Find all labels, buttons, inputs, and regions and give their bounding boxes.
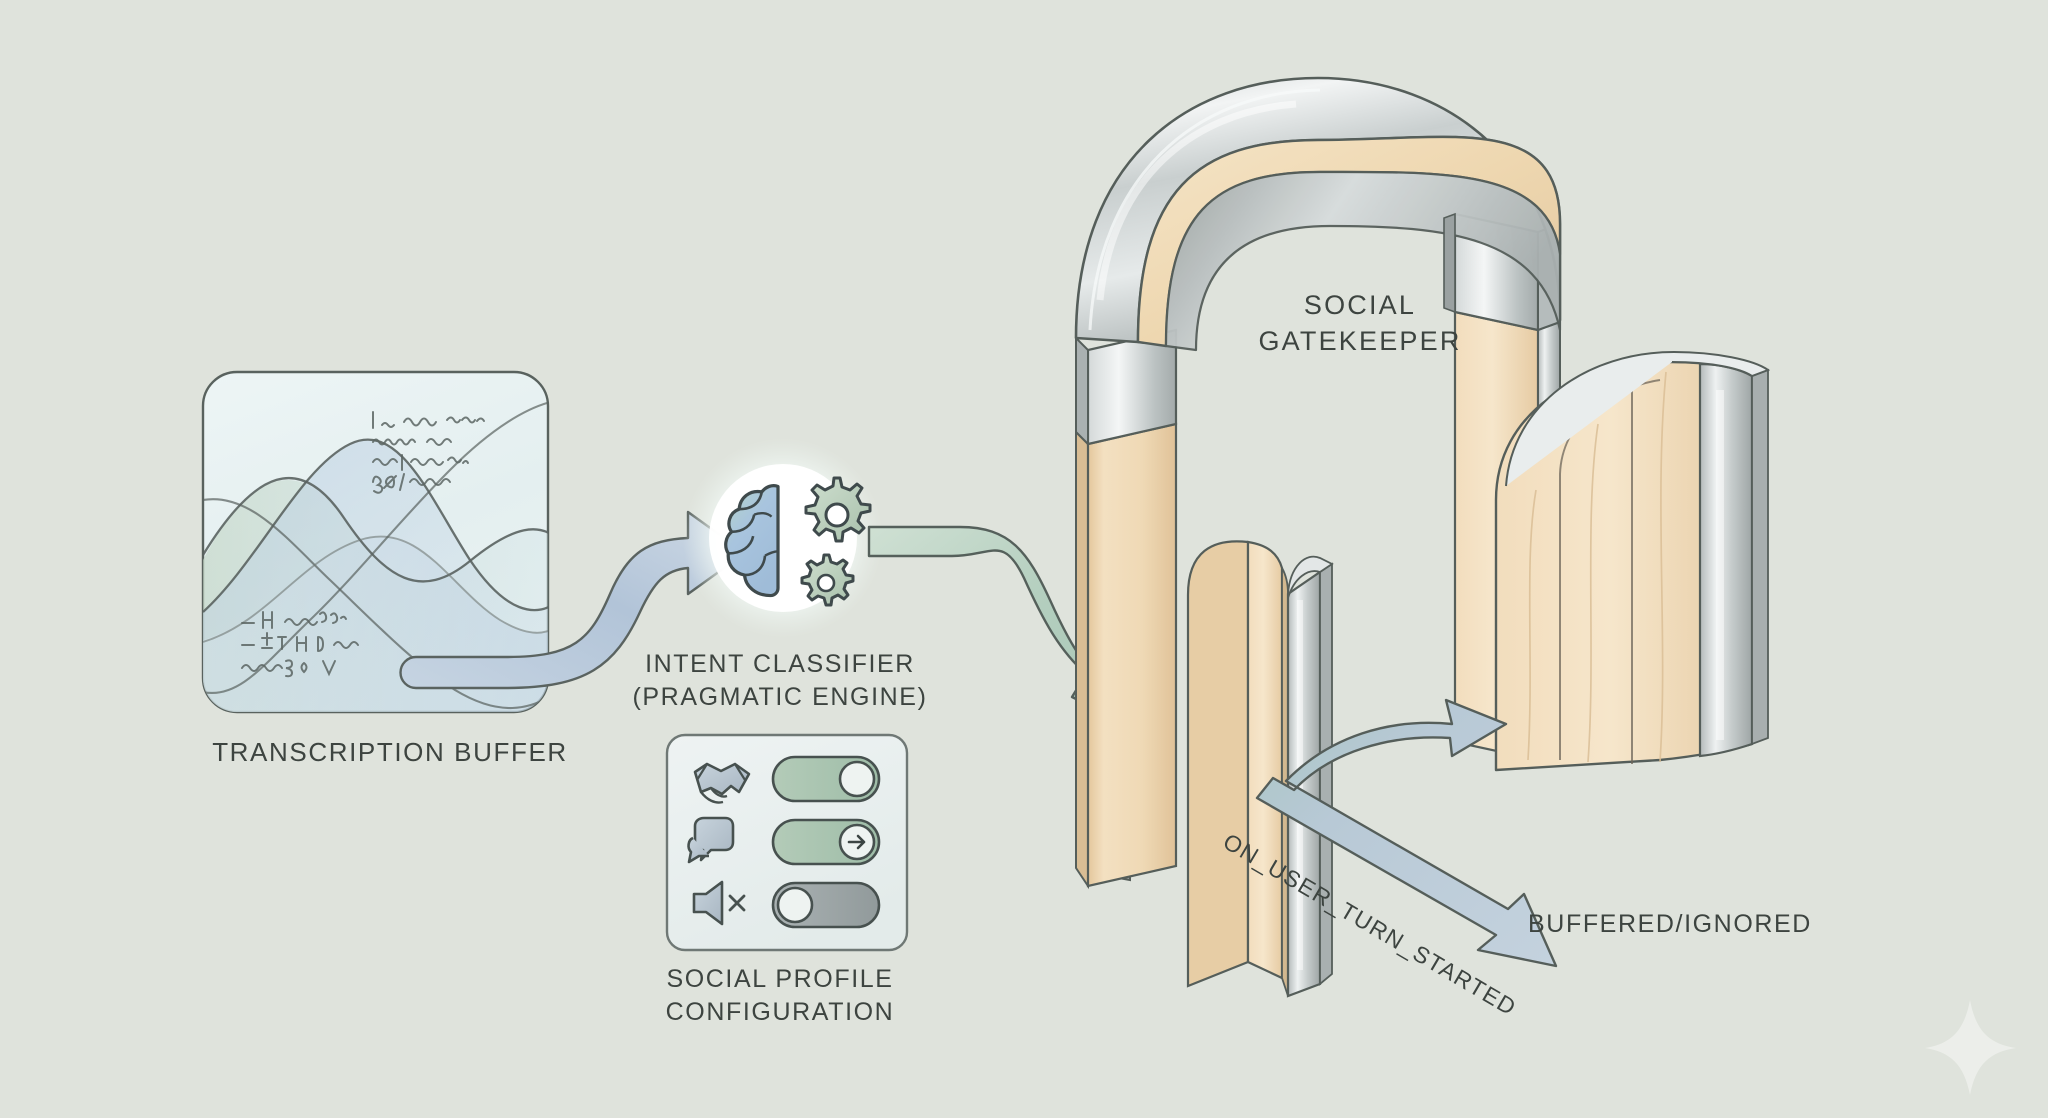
social-gatekeeper-label-line1: SOCIAL xyxy=(1303,290,1417,320)
social-profile-label-line1: SOCIAL PROFILE xyxy=(666,965,894,993)
sparkle-icon xyxy=(1925,1000,2016,1095)
pseudo-text-bottom xyxy=(241,611,359,678)
small-gear-icon xyxy=(800,553,855,607)
toggle-speech[interactable] xyxy=(771,818,881,866)
handshake-icon xyxy=(693,762,751,804)
brain-icon xyxy=(724,484,780,598)
buffered-ignored-label: BUFFERED/IGNORED xyxy=(1528,910,1812,938)
toggle-mute[interactable] xyxy=(771,881,881,929)
speaker-muted-icon xyxy=(692,880,746,926)
speech-bubbles-icon xyxy=(687,816,735,864)
social-profile-label: SOCIAL PROFILE CONFIGURATION xyxy=(580,963,980,1030)
social-profile-panel[interactable] xyxy=(665,733,909,952)
transcription-buffer-label: TRANSCRIPTION BUFFER xyxy=(212,737,568,767)
intent-classifier-label-line2: (PRAGMATIC ENGINE) xyxy=(632,683,928,712)
social-gatekeeper-label-line2: GATEKEEPER xyxy=(1258,325,1462,356)
intent-classifier-label: INTENT CLASSIFIER (PRAGMATIC ENGINE) xyxy=(560,648,1000,715)
pseudo-text-top xyxy=(372,411,485,494)
social-profile-label-line2: CONFIGURATION xyxy=(665,998,895,1027)
gear-icon xyxy=(804,476,872,543)
gate-door-panel[interactable] xyxy=(1186,540,1334,998)
edge-gate-branch xyxy=(1255,698,1558,968)
transcription-buffer-card[interactable] xyxy=(201,370,560,714)
intent-classifier-node[interactable] xyxy=(683,438,883,638)
right-wood-panel[interactable] xyxy=(1494,350,1771,772)
social-gatekeeper-label: SOCIAL GATEKEEPER xyxy=(1160,288,1560,360)
intent-classifier-label-line1: INTENT CLASSIFIER xyxy=(645,650,915,678)
edge-buffer-to-classifier xyxy=(399,510,747,690)
toggle-handshake[interactable] xyxy=(771,755,881,803)
